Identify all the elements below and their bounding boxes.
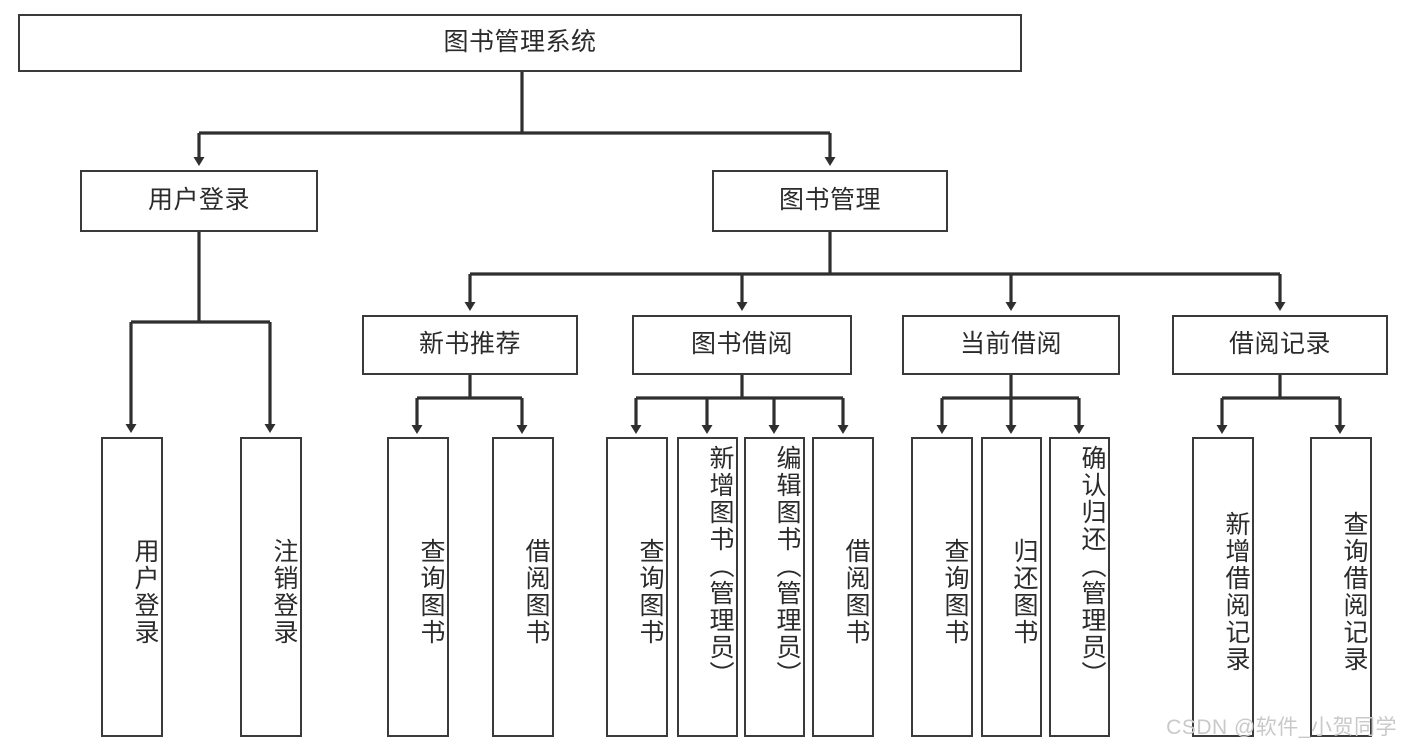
- node-leaf-query-book-2-label: 查询图书: [636, 538, 664, 646]
- node-leaf-query-book-3-label: 查询图书: [941, 538, 969, 646]
- node-user-login[interactable]: 用户登录: [80, 170, 318, 232]
- node-leaf-add-book[interactable]: 新增图书（管理员）: [677, 437, 738, 737]
- watermark: CSDN @软件_小贺同学: [1166, 716, 1397, 739]
- node-leaf-query-book-2[interactable]: 查询图书: [606, 437, 668, 737]
- node-leaf-add-record-label: 新增借阅记录: [1222, 511, 1250, 673]
- node-user-login-label: 用户登录: [147, 186, 250, 215]
- node-leaf-user-login-label: 用户登录: [131, 538, 159, 646]
- node-leaf-query-book-3[interactable]: 查询图书: [911, 437, 973, 737]
- node-root-label: 图书管理系统: [443, 28, 597, 57]
- node-leaf-add-record[interactable]: 新增借阅记录: [1192, 437, 1254, 737]
- node-leaf-logout[interactable]: 注销登录: [240, 437, 302, 737]
- node-leaf-user-login[interactable]: 用户登录: [101, 437, 163, 737]
- node-current-borrow[interactable]: 当前借阅: [902, 315, 1120, 375]
- node-leaf-edit-book[interactable]: 编辑图书（管理员）: [744, 437, 805, 737]
- node-leaf-borrow-book-1-label: 借阅图书: [522, 538, 550, 646]
- node-leaf-query-record[interactable]: 查询借阅记录: [1310, 437, 1372, 737]
- node-leaf-add-book-label: 新增图书（管理员）: [706, 445, 734, 688]
- node-new-book-rec-label: 新书推荐: [418, 330, 521, 359]
- node-leaf-return-book-label: 归还图书: [1010, 538, 1038, 646]
- node-book-manage[interactable]: 图书管理: [712, 170, 948, 232]
- node-leaf-query-book-1[interactable]: 查询图书: [387, 437, 449, 737]
- node-book-borrow[interactable]: 图书借阅: [632, 315, 852, 375]
- node-new-book-rec[interactable]: 新书推荐: [362, 315, 578, 375]
- node-borrow-record-label: 借阅记录: [1228, 330, 1331, 359]
- node-leaf-return-book[interactable]: 归还图书: [981, 437, 1042, 737]
- node-leaf-query-book-1-label: 查询图书: [417, 538, 445, 646]
- node-leaf-borrow-book-2[interactable]: 借阅图书: [812, 437, 874, 737]
- node-leaf-borrow-book-2-label: 借阅图书: [842, 538, 870, 646]
- node-book-manage-label: 图书管理: [778, 186, 881, 215]
- node-current-borrow-label: 当前借阅: [959, 330, 1062, 359]
- node-book-borrow-label: 图书借阅: [690, 330, 793, 359]
- node-root[interactable]: 图书管理系统: [18, 14, 1022, 72]
- node-leaf-logout-label: 注销登录: [270, 538, 298, 646]
- node-borrow-record[interactable]: 借阅记录: [1172, 315, 1388, 375]
- node-leaf-borrow-book-1[interactable]: 借阅图书: [492, 437, 554, 737]
- node-leaf-edit-book-label: 编辑图书（管理员）: [773, 445, 801, 688]
- node-leaf-query-record-label: 查询借阅记录: [1340, 511, 1368, 673]
- node-leaf-confirm-return-label: 确认归还（管理员）: [1078, 445, 1106, 688]
- node-leaf-confirm-return[interactable]: 确认归还（管理员）: [1049, 437, 1110, 737]
